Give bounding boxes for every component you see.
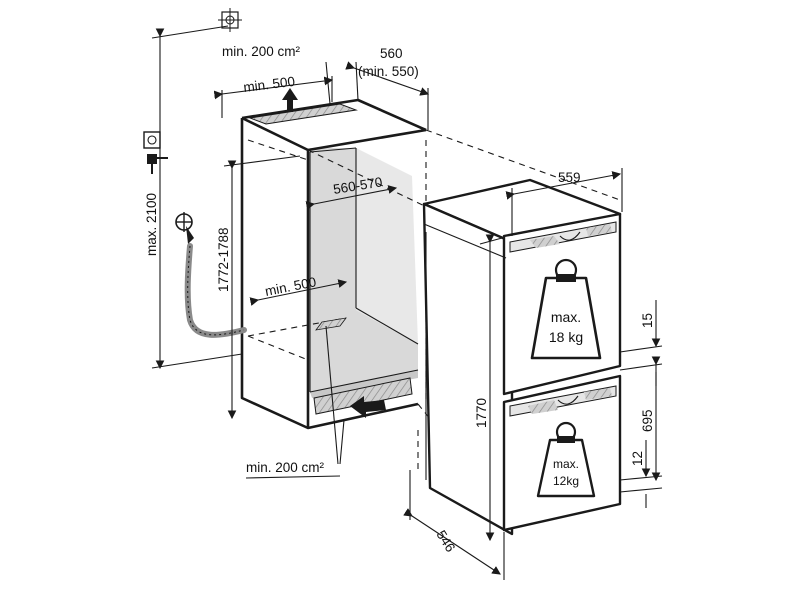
label-appliance-height: 1770 [474,398,489,428]
ground-symbol-icon [218,8,242,32]
label-min-200-bottom: min. 200 cm² [246,460,325,475]
air-flow-arrow-icon [350,396,386,418]
label-max-2100: max. 2100 [144,193,159,256]
label-niche-height: 1772-1788 [216,227,231,292]
weight-icon: max. 12kg [536,421,596,498]
water-tap-icon [175,212,194,244]
label-width-559: 559 [558,170,581,185]
upper-weight-max: max. [551,309,581,325]
label-drawer-695: 695 [640,409,655,432]
label-door-gap-15: 15 [640,313,655,328]
label-min-500-top: min. 500 [243,74,296,95]
label-drawer-gap-12: 12 [630,451,645,466]
plug-icon [147,154,168,174]
dimension-lines [151,28,663,580]
weight-icon: max. 18 kg [530,258,602,360]
label-min-500-bottom: min. 500 [264,274,318,299]
label-depth-560: 560 [380,46,403,61]
lower-weight-value: 12kg [553,474,579,488]
label-depth-min-550: (min. 550) [358,64,419,79]
label-min-200-top: min. 200 cm² [222,44,301,59]
upper-weight-value: 18 kg [549,329,583,345]
lower-weight-max: max. [553,457,579,471]
label-appliance-depth: 546 [433,528,458,555]
socket-icon [143,131,161,149]
